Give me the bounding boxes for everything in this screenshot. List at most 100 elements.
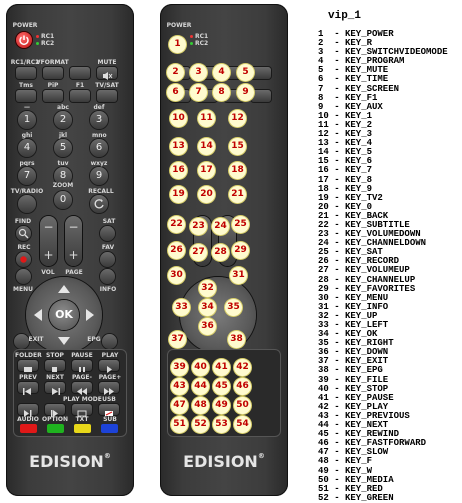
- digit-8-button[interactable]: 8: [54, 167, 72, 185]
- remote-control-numbered: POWER RC1 RC2 1 2 3 4 5 6 7 8 9 10 11 12…: [160, 4, 288, 496]
- vol-minus-icon[interactable]: −: [43, 220, 54, 234]
- key-list-item: 51 - KEY_RED: [318, 483, 383, 494]
- vol-plus-icon[interactable]: +: [43, 248, 54, 262]
- power-button[interactable]: [16, 32, 32, 48]
- vformat-button[interactable]: [43, 67, 63, 79]
- digit-1-button[interactable]: 1: [18, 111, 36, 129]
- badge-53: 53: [213, 416, 230, 433]
- key-list-item: 37 - KEY_EXIT: [318, 356, 389, 367]
- key-list-item: 35 - KEY_RIGHT: [318, 338, 394, 349]
- key-list-item: 26 - KEY_RECORD: [318, 256, 400, 267]
- digit-5-button[interactable]: 5: [54, 139, 72, 157]
- badge-8: 8: [213, 84, 230, 101]
- page-minus-icon[interactable]: −: [68, 220, 79, 234]
- option-label: OPTION: [42, 416, 68, 423]
- next-button[interactable]: [45, 382, 65, 395]
- key-list-item: 28 - KEY_CHANNELUP: [318, 274, 416, 285]
- menu-button[interactable]: [16, 269, 31, 284]
- prev-button[interactable]: [18, 382, 38, 395]
- find-label: FIND: [14, 218, 32, 225]
- pip-button[interactable]: [43, 90, 63, 102]
- key-list-item: 22 - KEY_SUBTITLE: [318, 219, 410, 230]
- badge-20: 20: [198, 186, 215, 203]
- badge-14: 14: [198, 138, 215, 155]
- key-list-item: 12 - KEY_3: [318, 129, 373, 140]
- txt-label: TXT: [75, 416, 89, 423]
- digit-0-button[interactable]: 0: [54, 191, 72, 209]
- f1-button[interactable]: [70, 90, 90, 102]
- badge-40: 40: [192, 359, 209, 376]
- pause-button[interactable]: [72, 360, 92, 372]
- tvsat-button-right[interactable]: [251, 90, 271, 102]
- stop-label: STOP: [46, 352, 64, 359]
- find-button[interactable]: [16, 226, 31, 241]
- volume-rocker[interactable]: − +: [40, 216, 57, 266]
- mute-button-right[interactable]: [251, 67, 271, 79]
- page-rocker[interactable]: − +: [65, 216, 82, 266]
- rc2-led-icon: [36, 42, 39, 45]
- badge-30: 30: [168, 267, 185, 284]
- exit-label: EXIT: [28, 336, 44, 343]
- key-list-item: 34 - KEY_OK: [318, 329, 378, 340]
- digit-2-button[interactable]: 2: [54, 111, 72, 129]
- program-button[interactable]: [70, 67, 90, 79]
- recall-button[interactable]: [90, 195, 108, 213]
- stop-button[interactable]: [45, 360, 65, 372]
- yellow-button[interactable]: [74, 424, 91, 433]
- fastforward-button[interactable]: [99, 382, 119, 395]
- badge-13: 13: [170, 138, 187, 155]
- slow-button[interactable]: [18, 404, 38, 417]
- rc1-led-icon-right: [190, 35, 193, 38]
- media-panel: FOLDER STOP PAUSE PLAY PREV NEXT PAGE- P…: [13, 349, 127, 437]
- page-plus-icon[interactable]: +: [68, 248, 79, 262]
- playmode-button[interactable]: [72, 404, 92, 417]
- usb-icon: [105, 411, 113, 416]
- mute-button[interactable]: [97, 67, 117, 80]
- digit-6-button[interactable]: 6: [90, 139, 108, 157]
- sat-button[interactable]: [100, 226, 115, 241]
- rewind-button[interactable]: [72, 382, 92, 395]
- rc2-label-right: RC2: [195, 40, 209, 47]
- key-list-item: 6 - KEY_TIME: [318, 74, 389, 85]
- key-list-item: 11 - KEY_2: [318, 119, 373, 130]
- digit-4-button[interactable]: 4: [18, 139, 36, 157]
- page-plus-label: PAGE+: [98, 374, 122, 381]
- badge-33: 33: [173, 299, 190, 316]
- rc1rc2-button[interactable]: [16, 67, 36, 79]
- play-icon: [107, 366, 112, 373]
- rc2-led-icon-right: [190, 42, 193, 45]
- info-button[interactable]: [100, 269, 115, 284]
- usb-button[interactable]: [99, 404, 119, 416]
- f-button[interactable]: [45, 404, 65, 417]
- blue-button[interactable]: [101, 424, 118, 433]
- play-button[interactable]: [99, 360, 119, 373]
- digit-3-button[interactable]: 3: [90, 111, 108, 129]
- folder-button[interactable]: [18, 360, 38, 372]
- tms-button[interactable]: [16, 90, 36, 102]
- digit-9-button[interactable]: 9: [90, 167, 108, 185]
- fav-button[interactable]: [100, 252, 115, 267]
- previous-icon: [23, 388, 31, 395]
- badge-38: 38: [228, 331, 245, 348]
- epg-button[interactable]: [102, 334, 117, 349]
- digit-1-sub: —: [24, 104, 30, 111]
- badge-50: 50: [234, 397, 251, 414]
- key-list-item: 9 - KEY_AUX: [318, 101, 383, 112]
- tms-label: Tms: [19, 82, 33, 89]
- recall-icon: [94, 199, 104, 209]
- key-list-item: 45 - KEY_REWIND: [318, 429, 400, 440]
- rec-button[interactable]: [16, 252, 31, 267]
- tvradio-button[interactable]: [18, 195, 36, 213]
- tvsat-button[interactable]: [97, 90, 117, 102]
- green-button[interactable]: [47, 424, 64, 433]
- red-button[interactable]: [20, 424, 37, 433]
- badge-22: 22: [168, 216, 185, 233]
- play-label: PLAY: [101, 352, 119, 359]
- digit-6-sub: mno: [92, 132, 107, 139]
- digit-7-button[interactable]: 7: [18, 167, 36, 185]
- badge-46: 46: [234, 378, 251, 395]
- exit-button[interactable]: [14, 334, 29, 349]
- ok-button[interactable]: OK: [49, 300, 79, 330]
- key-list-item: 32 - KEY_UP: [318, 310, 378, 321]
- badge-3: 3: [190, 64, 207, 81]
